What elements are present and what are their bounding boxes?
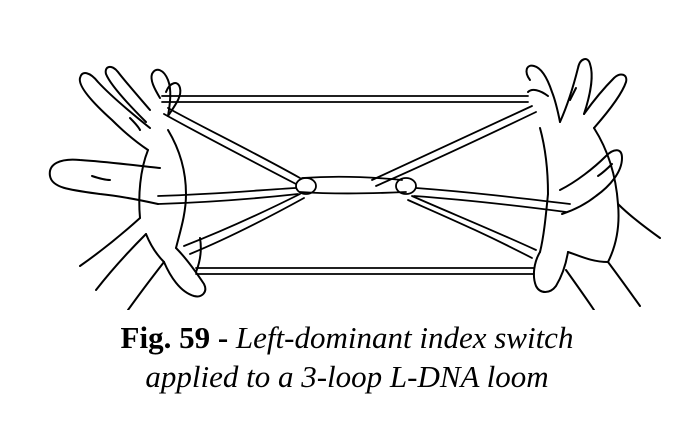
string-figure-illustration bbox=[48, 58, 661, 310]
caption-line-1: Fig. 59 - Left-dominant index switch bbox=[0, 318, 694, 357]
right-hand-icon bbox=[525, 58, 661, 310]
left-hand-icon bbox=[48, 66, 207, 310]
caption-title: Left-dominant index switch bbox=[235, 320, 574, 355]
string-loops bbox=[157, 95, 571, 275]
figure-caption: Fig. 59 - Left-dominant index switch app… bbox=[0, 318, 694, 396]
caption-line-2: applied to a 3-loop L-DNA loom bbox=[145, 359, 549, 394]
figure-number: Fig. 59 - bbox=[120, 320, 236, 355]
